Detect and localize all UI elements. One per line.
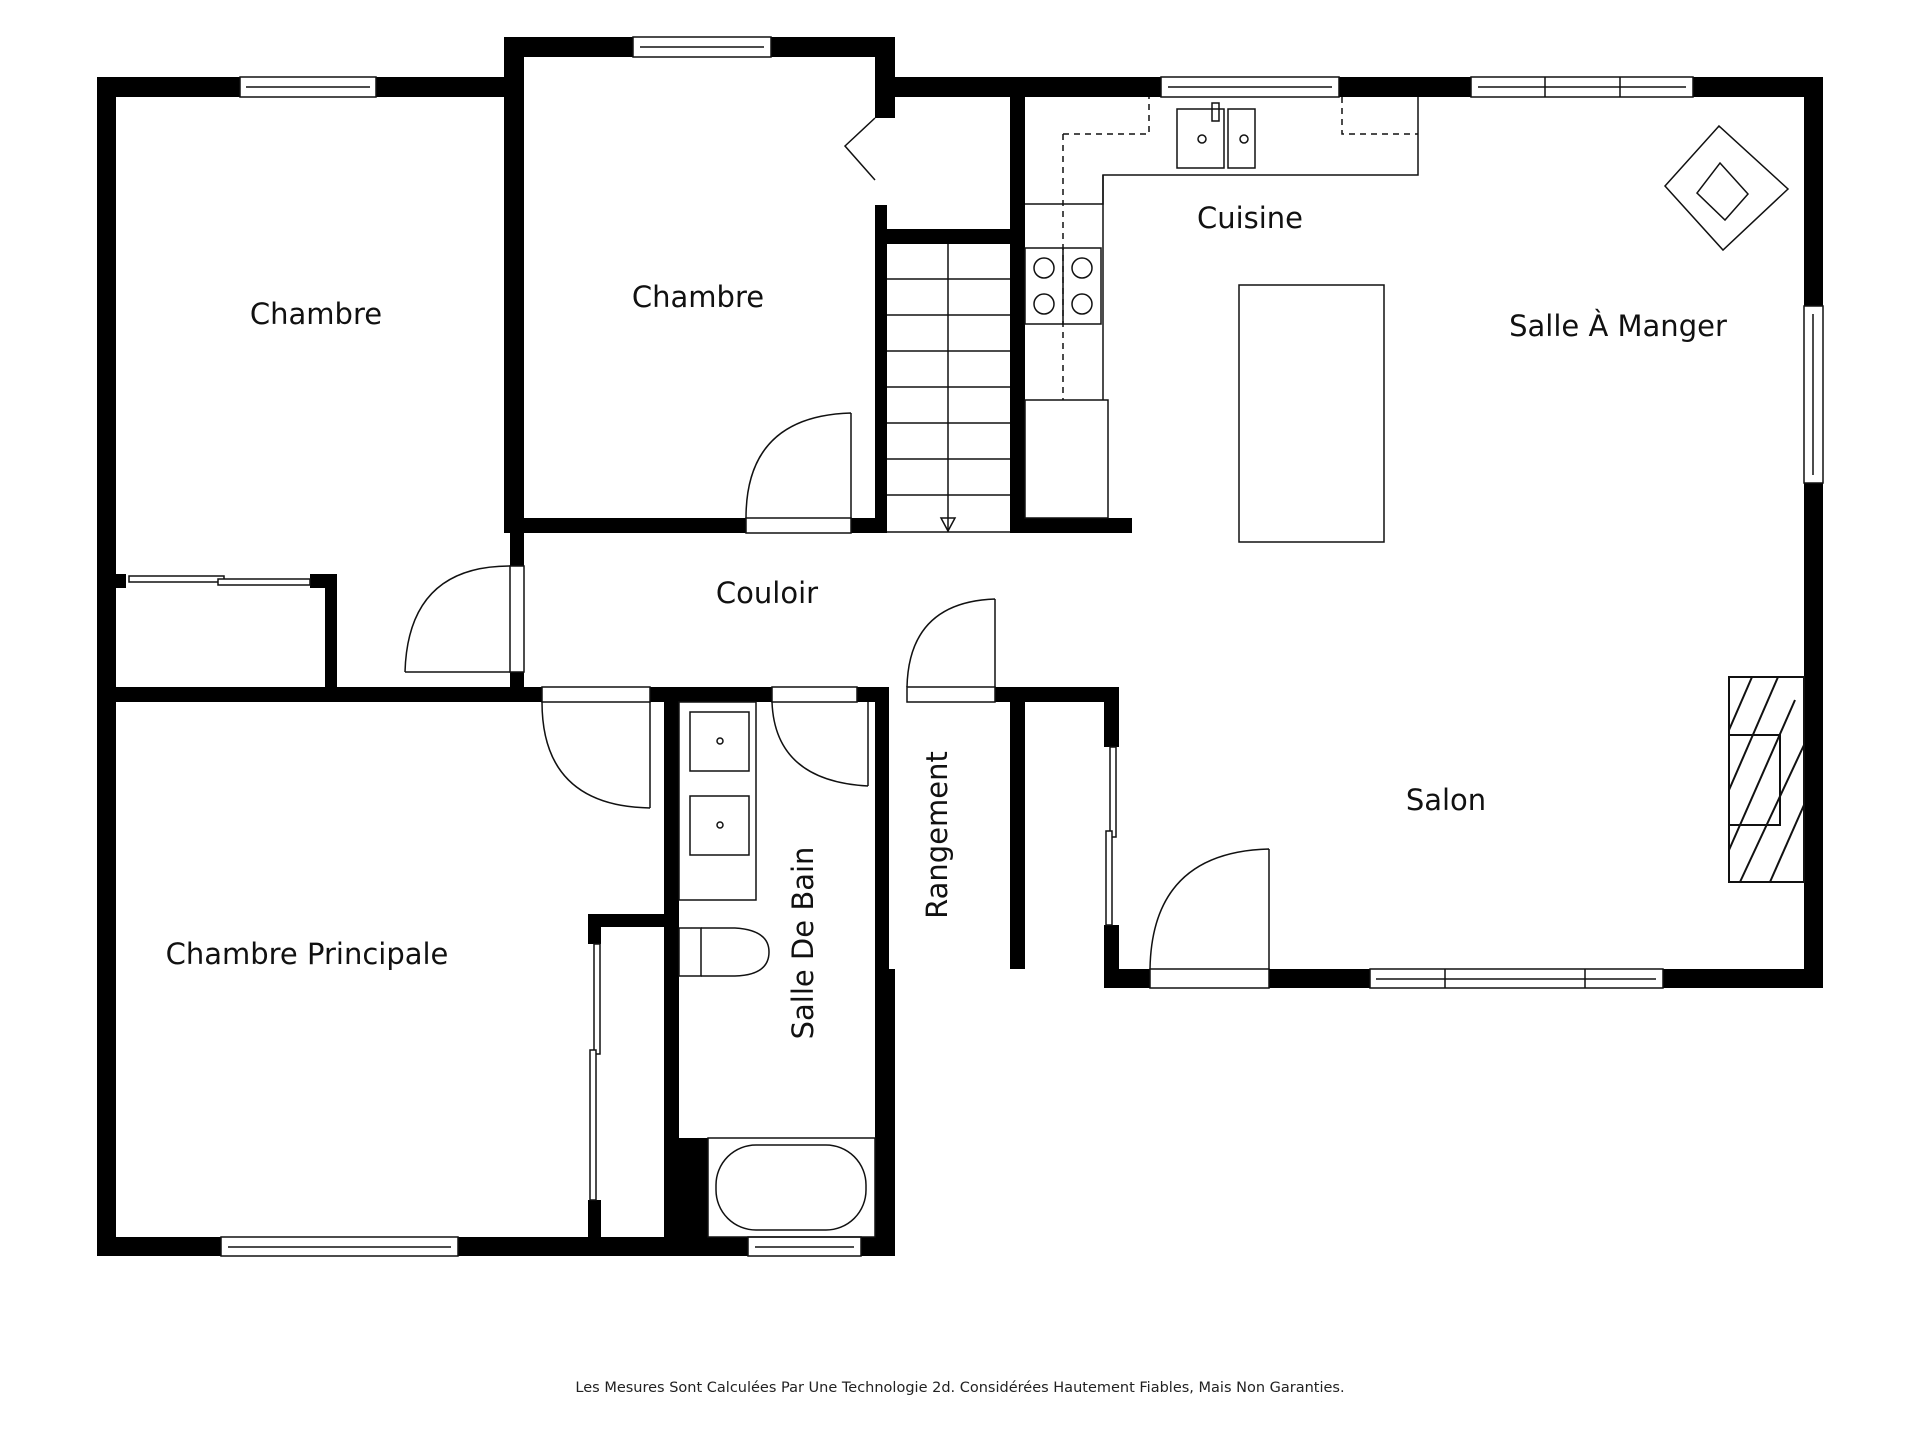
room-labels: Chambre Chambre Cuisine Salle À Manger C… [166,201,1727,1039]
room-label-couloir: Couloir [716,576,818,610]
kitchen-fixtures [1024,97,1790,543]
kitchen-island [1238,284,1385,543]
room-label-salle-de-bain: Salle De Bain [786,847,820,1040]
stair-arrow-icon [939,517,957,533]
room-label-rangement: Rangement [920,751,954,919]
walls [97,37,1823,1256]
room-label-salle-a-manger: Salle À Manger [1509,309,1727,343]
room-label-salon: Salon [1406,783,1486,817]
bathroom-fixtures [678,701,876,1238]
room-label-chambre-2: Chambre [632,280,764,314]
measurement-disclaimer: Les Mesures Sont Calculées Par Une Techn… [575,1380,1345,1396]
windows [220,36,1824,1257]
room-label-chambre-1: Chambre [250,297,382,331]
fireplace [1728,676,1805,883]
room-label-cuisine: Cuisine [1197,201,1303,235]
doors [128,117,1270,1201]
room-label-chambre-principale: Chambre Principale [166,937,449,971]
stairs [887,244,1010,533]
